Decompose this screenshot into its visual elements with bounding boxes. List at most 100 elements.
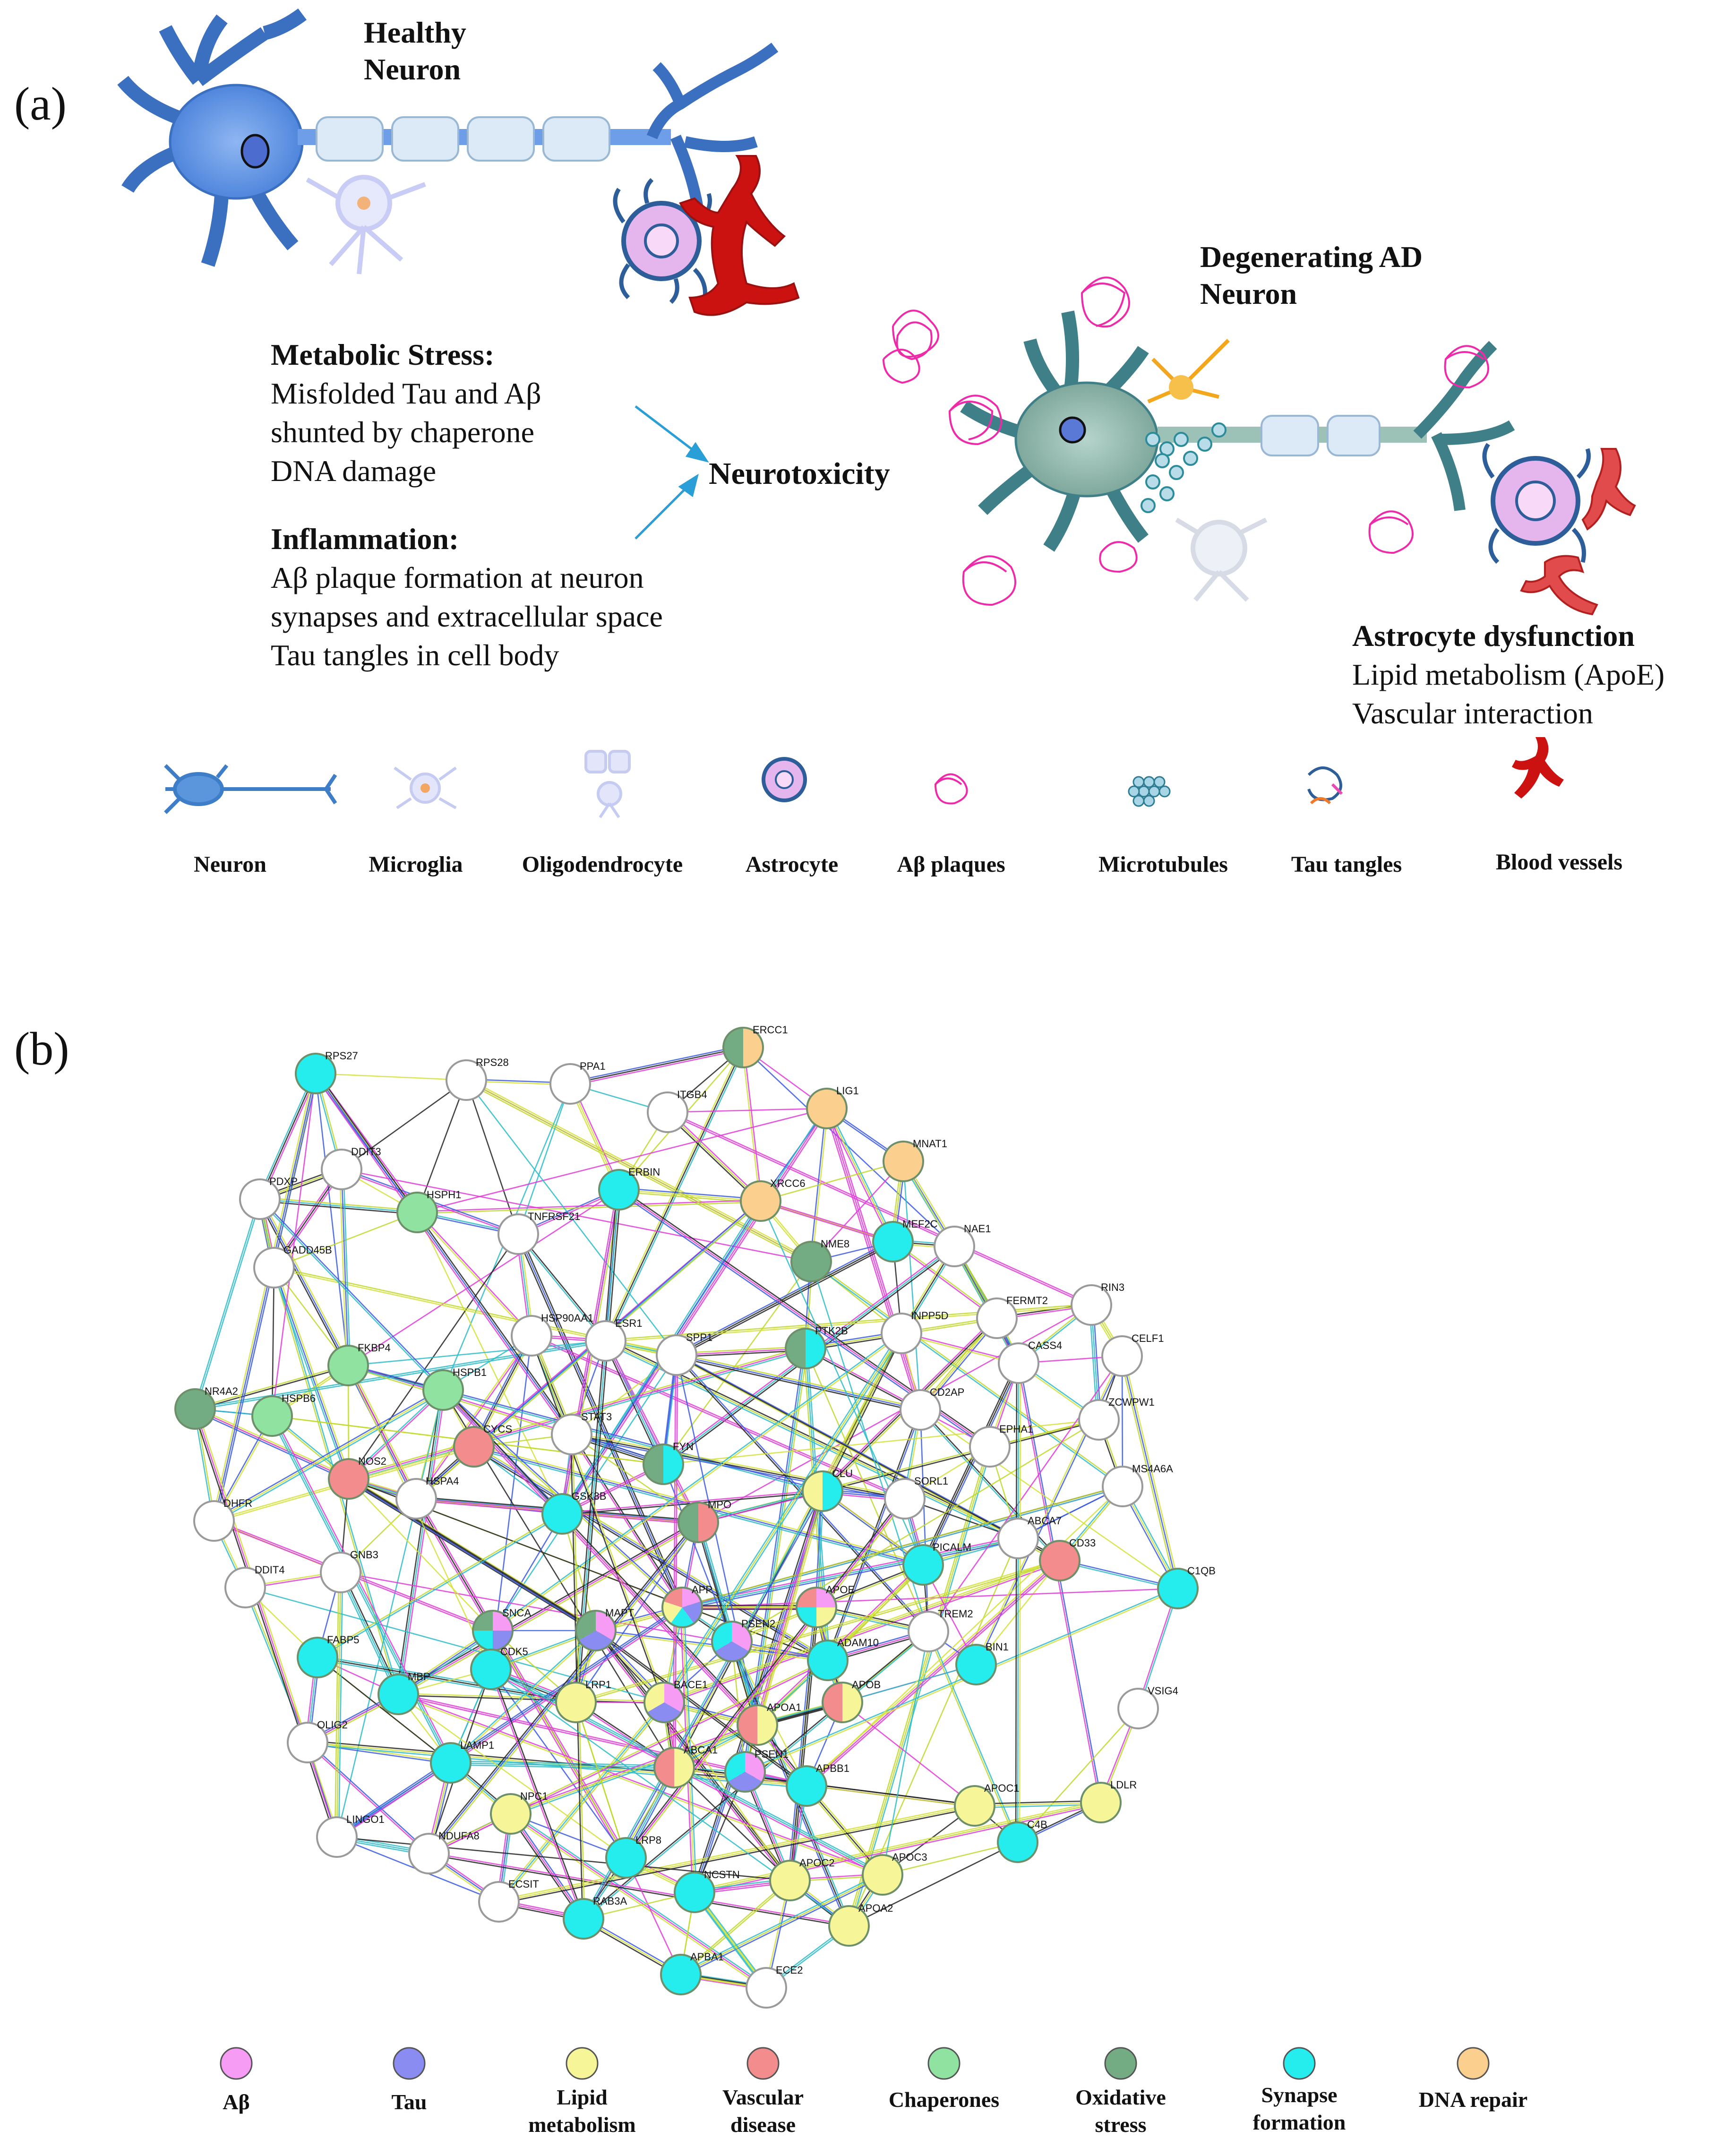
network-node-apbb1[interactable]: APBB1 <box>786 1762 849 1807</box>
node-outline <box>408 1833 450 1874</box>
network-node-mpo[interactable]: MPO <box>678 1499 731 1543</box>
network-node-hspa4[interactable]: HSPA4 <box>395 1475 459 1520</box>
network-node-erbin[interactable]: ERBIN <box>598 1166 660 1211</box>
network-node-hsp90aa1[interactable]: HSP90AA1 <box>511 1312 593 1357</box>
network-node-psen2[interactable]: PSEN2 <box>711 1618 775 1662</box>
network-node-ercc1[interactable]: ERCC1 <box>722 1024 788 1068</box>
legend-b-swatch-tau <box>393 2047 426 2080</box>
network-node-npc1[interactable]: NPC1 <box>490 1790 548 1835</box>
network-node-apoe[interactable]: APOE <box>796 1584 855 1628</box>
network-node-lamp1[interactable]: LAMP1 <box>430 1739 494 1784</box>
network-node-apoa2[interactable]: APOA2 <box>828 1902 893 1947</box>
node-fill <box>807 1089 847 1128</box>
network-node-fyn[interactable]: FYN <box>643 1441 694 1485</box>
network-node-abca7[interactable]: ABCA7 <box>997 1515 1062 1559</box>
network-node-fkbp4[interactable]: FKBP4 <box>327 1342 391 1386</box>
network-node-bace1[interactable]: BACE1 <box>643 1679 708 1723</box>
network-node-celf1[interactable]: CELF1 <box>1101 1332 1164 1377</box>
network-node-sorl1[interactable]: SORL1 <box>884 1475 948 1520</box>
network-node-inpp5d[interactable]: INPP5D <box>881 1310 948 1354</box>
astrocyte-dysfunction-heading: Astrocyte dysfunction <box>1352 619 1635 653</box>
network-node-nae1[interactable]: NAE1 <box>934 1223 991 1267</box>
node-label: NOS2 <box>358 1455 386 1467</box>
network-node-mef2c[interactable]: MEF2C <box>872 1218 938 1263</box>
network-node-cd33[interactable]: CD33 <box>1039 1537 1096 1581</box>
amyloid-plaques <box>883 276 1489 606</box>
network-node-tnfrsf21[interactable]: TNFRSF21 <box>497 1211 580 1255</box>
network-node-xrcc6[interactable]: XRCC6 <box>740 1177 806 1222</box>
network-node-ldlr[interactable]: LDLR <box>1080 1779 1137 1823</box>
network-node-ddit3[interactable]: DDIT3 <box>321 1146 381 1190</box>
network-node-cd2ap[interactable]: CD2AP <box>900 1386 964 1431</box>
network-node-hspb6[interactable]: HSPB6 <box>251 1392 316 1437</box>
network-node-cycs[interactable]: CYCS <box>453 1423 512 1468</box>
network-edge <box>451 1760 675 1767</box>
network-node-trem2[interactable]: TREM2 <box>908 1608 973 1652</box>
network-node-gadd45b[interactable]: GADD45B <box>253 1244 332 1288</box>
network-node-mbp[interactable]: MBP <box>377 1671 430 1715</box>
network-node-rps28[interactable]: RPS28 <box>446 1057 509 1101</box>
node-label: PICALM <box>933 1541 971 1553</box>
network-node-ece2[interactable]: ECE2 <box>746 1964 803 2009</box>
network-node-hspb1[interactable]: HSPB1 <box>422 1366 487 1411</box>
node-fill <box>873 1222 913 1262</box>
network-node-dhfr[interactable]: DHFR <box>193 1497 252 1542</box>
network-node-fermt2[interactable]: FERMT2 <box>976 1295 1048 1339</box>
network-node-apba1[interactable]: APBA1 <box>660 1951 724 1995</box>
network-node-apoa1[interactable]: APOA1 <box>737 1701 801 1746</box>
network-node-app[interactable]: APP <box>661 1584 712 1628</box>
network-node-ndufa8[interactable]: NDUFA8 <box>408 1830 480 1874</box>
network-node-rps27[interactable]: RPS27 <box>295 1050 358 1094</box>
network-node-adam10[interactable]: ADAM10 <box>807 1637 879 1681</box>
network-node-ptk2b[interactable]: PTK2B <box>785 1325 848 1369</box>
network-node-hsph1[interactable]: HSPH1 <box>396 1189 461 1233</box>
network-node-epha1[interactable]: EPHA1 <box>969 1423 1033 1468</box>
node-label: LAMP1 <box>460 1739 494 1751</box>
network-node-bin1[interactable]: BIN1 <box>955 1641 1009 1685</box>
network-node-ecsit[interactable]: ECSIT <box>478 1878 539 1923</box>
network-node-nos2[interactable]: NOS2 <box>328 1455 386 1500</box>
network-node-stat3[interactable]: STAT3 <box>551 1411 612 1455</box>
network-node-itgb4[interactable]: ITGB4 <box>647 1089 707 1133</box>
network-node-lrp8[interactable]: LRP8 <box>605 1834 661 1879</box>
network-node-snca[interactable]: SNCA <box>472 1607 531 1651</box>
network-node-cdk5[interactable]: CDK5 <box>470 1646 528 1690</box>
network-node-fabp5[interactable]: FABP5 <box>297 1634 359 1678</box>
network-node-olig2[interactable]: OLIG2 <box>287 1719 348 1763</box>
network-node-vsig4[interactable]: VSIG4 <box>1117 1685 1178 1729</box>
network-node-gnb3[interactable]: GNB3 <box>320 1549 378 1593</box>
network-node-apob[interactable]: APOB <box>822 1679 881 1723</box>
network-node-c1qb[interactable]: C1QB <box>1157 1565 1216 1609</box>
network-node-nme8[interactable]: NME8 <box>790 1238 849 1282</box>
network-node-ppa1[interactable]: PPA1 <box>549 1060 606 1105</box>
network-node-mapt[interactable]: MAPT <box>575 1607 634 1651</box>
network-node-abca1[interactable]: ABCA1 <box>653 1744 718 1788</box>
network-node-mnat1[interactable]: MNAT1 <box>883 1138 947 1182</box>
network-node-clu[interactable]: CLU <box>802 1468 853 1512</box>
network-node-ncstn[interactable]: NCSTN <box>674 1869 740 1913</box>
network-node-c4b[interactable]: C4B <box>997 1819 1047 1863</box>
node-outline <box>997 1518 1039 1559</box>
legend-a-neuron-label: Neuron <box>194 852 266 877</box>
network-node-picalm[interactable]: PICALM <box>902 1541 971 1586</box>
network-node-ddit4[interactable]: DDIT4 <box>224 1564 285 1608</box>
network-node-rin3[interactable]: RIN3 <box>1071 1281 1124 1326</box>
node-outline <box>872 1221 914 1263</box>
network-node-gsk3b[interactable]: GSK3B <box>541 1490 606 1535</box>
network-node-apoc2[interactable]: APOC2 <box>769 1857 835 1901</box>
network-node-ms4a6a[interactable]: MS4A6A <box>1102 1463 1173 1507</box>
network-node-zcwpw1[interactable]: ZCWPW1 <box>1078 1396 1155 1441</box>
network-node-cass4[interactable]: CASS4 <box>998 1340 1062 1384</box>
network-node-esr1[interactable]: ESR1 <box>585 1317 642 1362</box>
network-node-rab3a[interactable]: RAB3A <box>563 1895 627 1940</box>
network-node-nr4a2[interactable]: NR4A2 <box>174 1385 238 1430</box>
network-node-lig1[interactable]: LIG1 <box>806 1085 859 1129</box>
network-node-apoc1[interactable]: APOC1 <box>954 1782 1020 1827</box>
network-node-pdxp[interactable]: PDXP <box>239 1176 298 1220</box>
network-node-lingo1[interactable]: LINGO1 <box>316 1813 385 1858</box>
network-edge <box>339 1169 347 1366</box>
network-node-apoc3[interactable]: APOC3 <box>862 1851 927 1896</box>
network-node-psen1[interactable]: PSEN1 <box>724 1748 789 1793</box>
network-node-spp1[interactable]: SPP1 <box>656 1331 712 1376</box>
network-node-lrp1[interactable]: LRP1 <box>555 1679 611 1723</box>
